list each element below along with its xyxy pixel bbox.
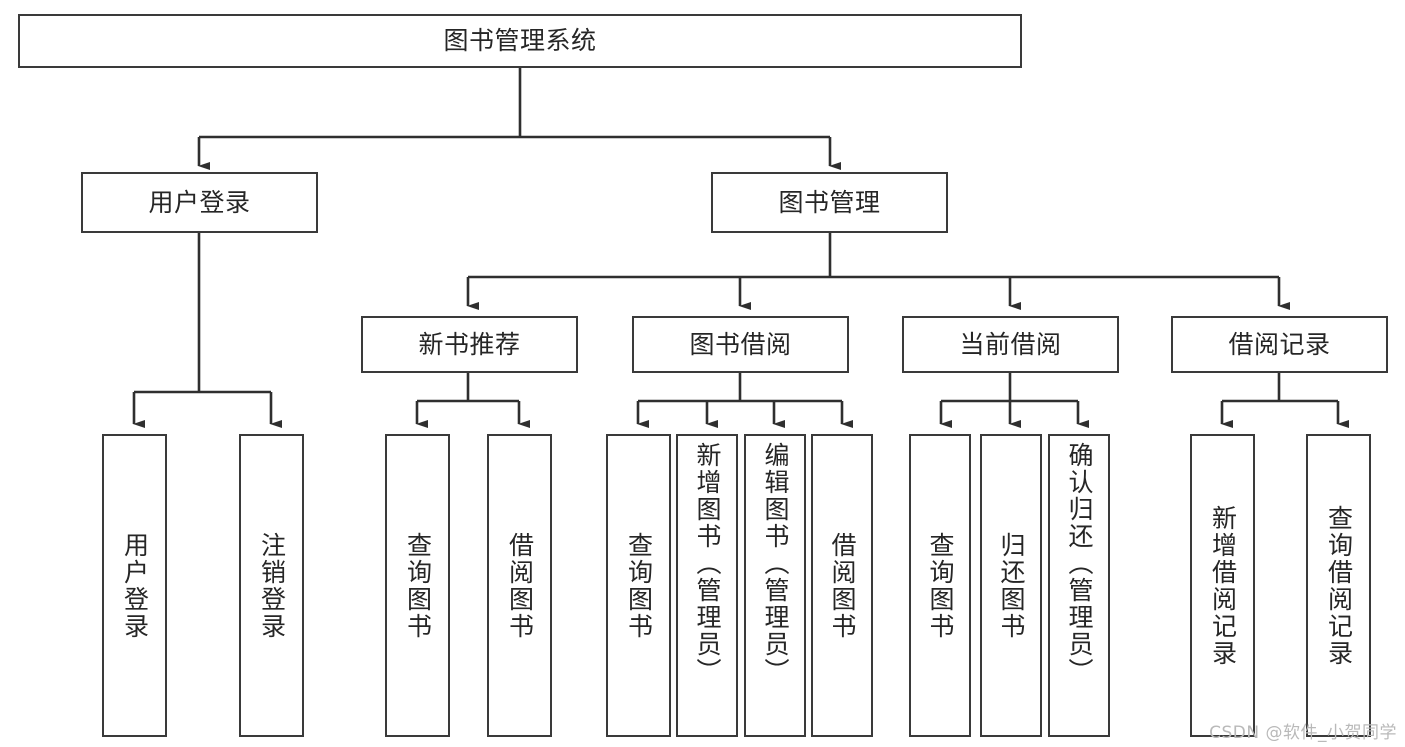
node-label: 图书管理	[778, 187, 881, 217]
node-label: 确认归还（管理员）	[1065, 442, 1094, 685]
leaf-borrow-book[interactable]: 借阅图书	[811, 434, 873, 737]
node-label: 查询图书	[403, 531, 433, 640]
leaf-return-book[interactable]: 归还图书	[980, 434, 1042, 737]
node-borrow-record[interactable]: 借阅记录	[1171, 316, 1388, 373]
leaf-query-book-current[interactable]: 查询图书	[909, 434, 971, 737]
node-current-borrow[interactable]: 当前借阅	[902, 316, 1119, 373]
leaf-edit-book-admin[interactable]: 编辑图书（管理员）	[744, 434, 806, 737]
node-root-system[interactable]: 图书管理系统	[18, 14, 1022, 68]
node-label: 借阅图书	[505, 531, 535, 640]
node-label: 图书借阅	[689, 329, 792, 359]
node-label: 图书管理系统	[443, 26, 597, 56]
node-label: 新增图书（管理员）	[693, 442, 722, 685]
csdn-watermark: CSDN @软件_小贺同学	[1209, 723, 1397, 743]
node-label: 当前借阅	[959, 329, 1062, 359]
node-label: 归还图书	[997, 531, 1026, 640]
node-label: 用户登录	[148, 187, 251, 217]
leaf-user-login[interactable]: 用户登录	[102, 434, 167, 737]
node-label: 新增借阅记录	[1208, 504, 1238, 667]
node-book-borrow[interactable]: 图书借阅	[632, 316, 849, 373]
node-label: 查询图书	[926, 531, 955, 640]
node-new-book-recommend[interactable]: 新书推荐	[361, 316, 578, 373]
leaf-add-borrow-record[interactable]: 新增借阅记录	[1190, 434, 1255, 737]
node-label: 借阅图书	[828, 531, 857, 640]
node-label: 新书推荐	[418, 329, 521, 359]
leaf-query-book-borrow[interactable]: 查询图书	[606, 434, 671, 737]
node-label: 借阅记录	[1228, 329, 1331, 359]
leaf-borrow-book-newbook[interactable]: 借阅图书	[487, 434, 552, 737]
node-user-login[interactable]: 用户登录	[81, 172, 318, 233]
node-label: 查询图书	[624, 531, 654, 640]
node-label: 编辑图书（管理员）	[761, 442, 790, 685]
leaf-query-borrow-record[interactable]: 查询借阅记录	[1306, 434, 1371, 737]
leaf-add-book-admin[interactable]: 新增图书（管理员）	[676, 434, 738, 737]
node-label: 查询借阅记录	[1324, 504, 1354, 667]
node-book-management[interactable]: 图书管理	[711, 172, 948, 233]
leaf-query-book-newbook[interactable]: 查询图书	[385, 434, 450, 737]
leaf-confirm-return-admin[interactable]: 确认归还（管理员）	[1048, 434, 1110, 737]
node-label: 注销登录	[257, 531, 287, 640]
node-label: 用户登录	[120, 531, 150, 640]
leaf-logout[interactable]: 注销登录	[239, 434, 304, 737]
